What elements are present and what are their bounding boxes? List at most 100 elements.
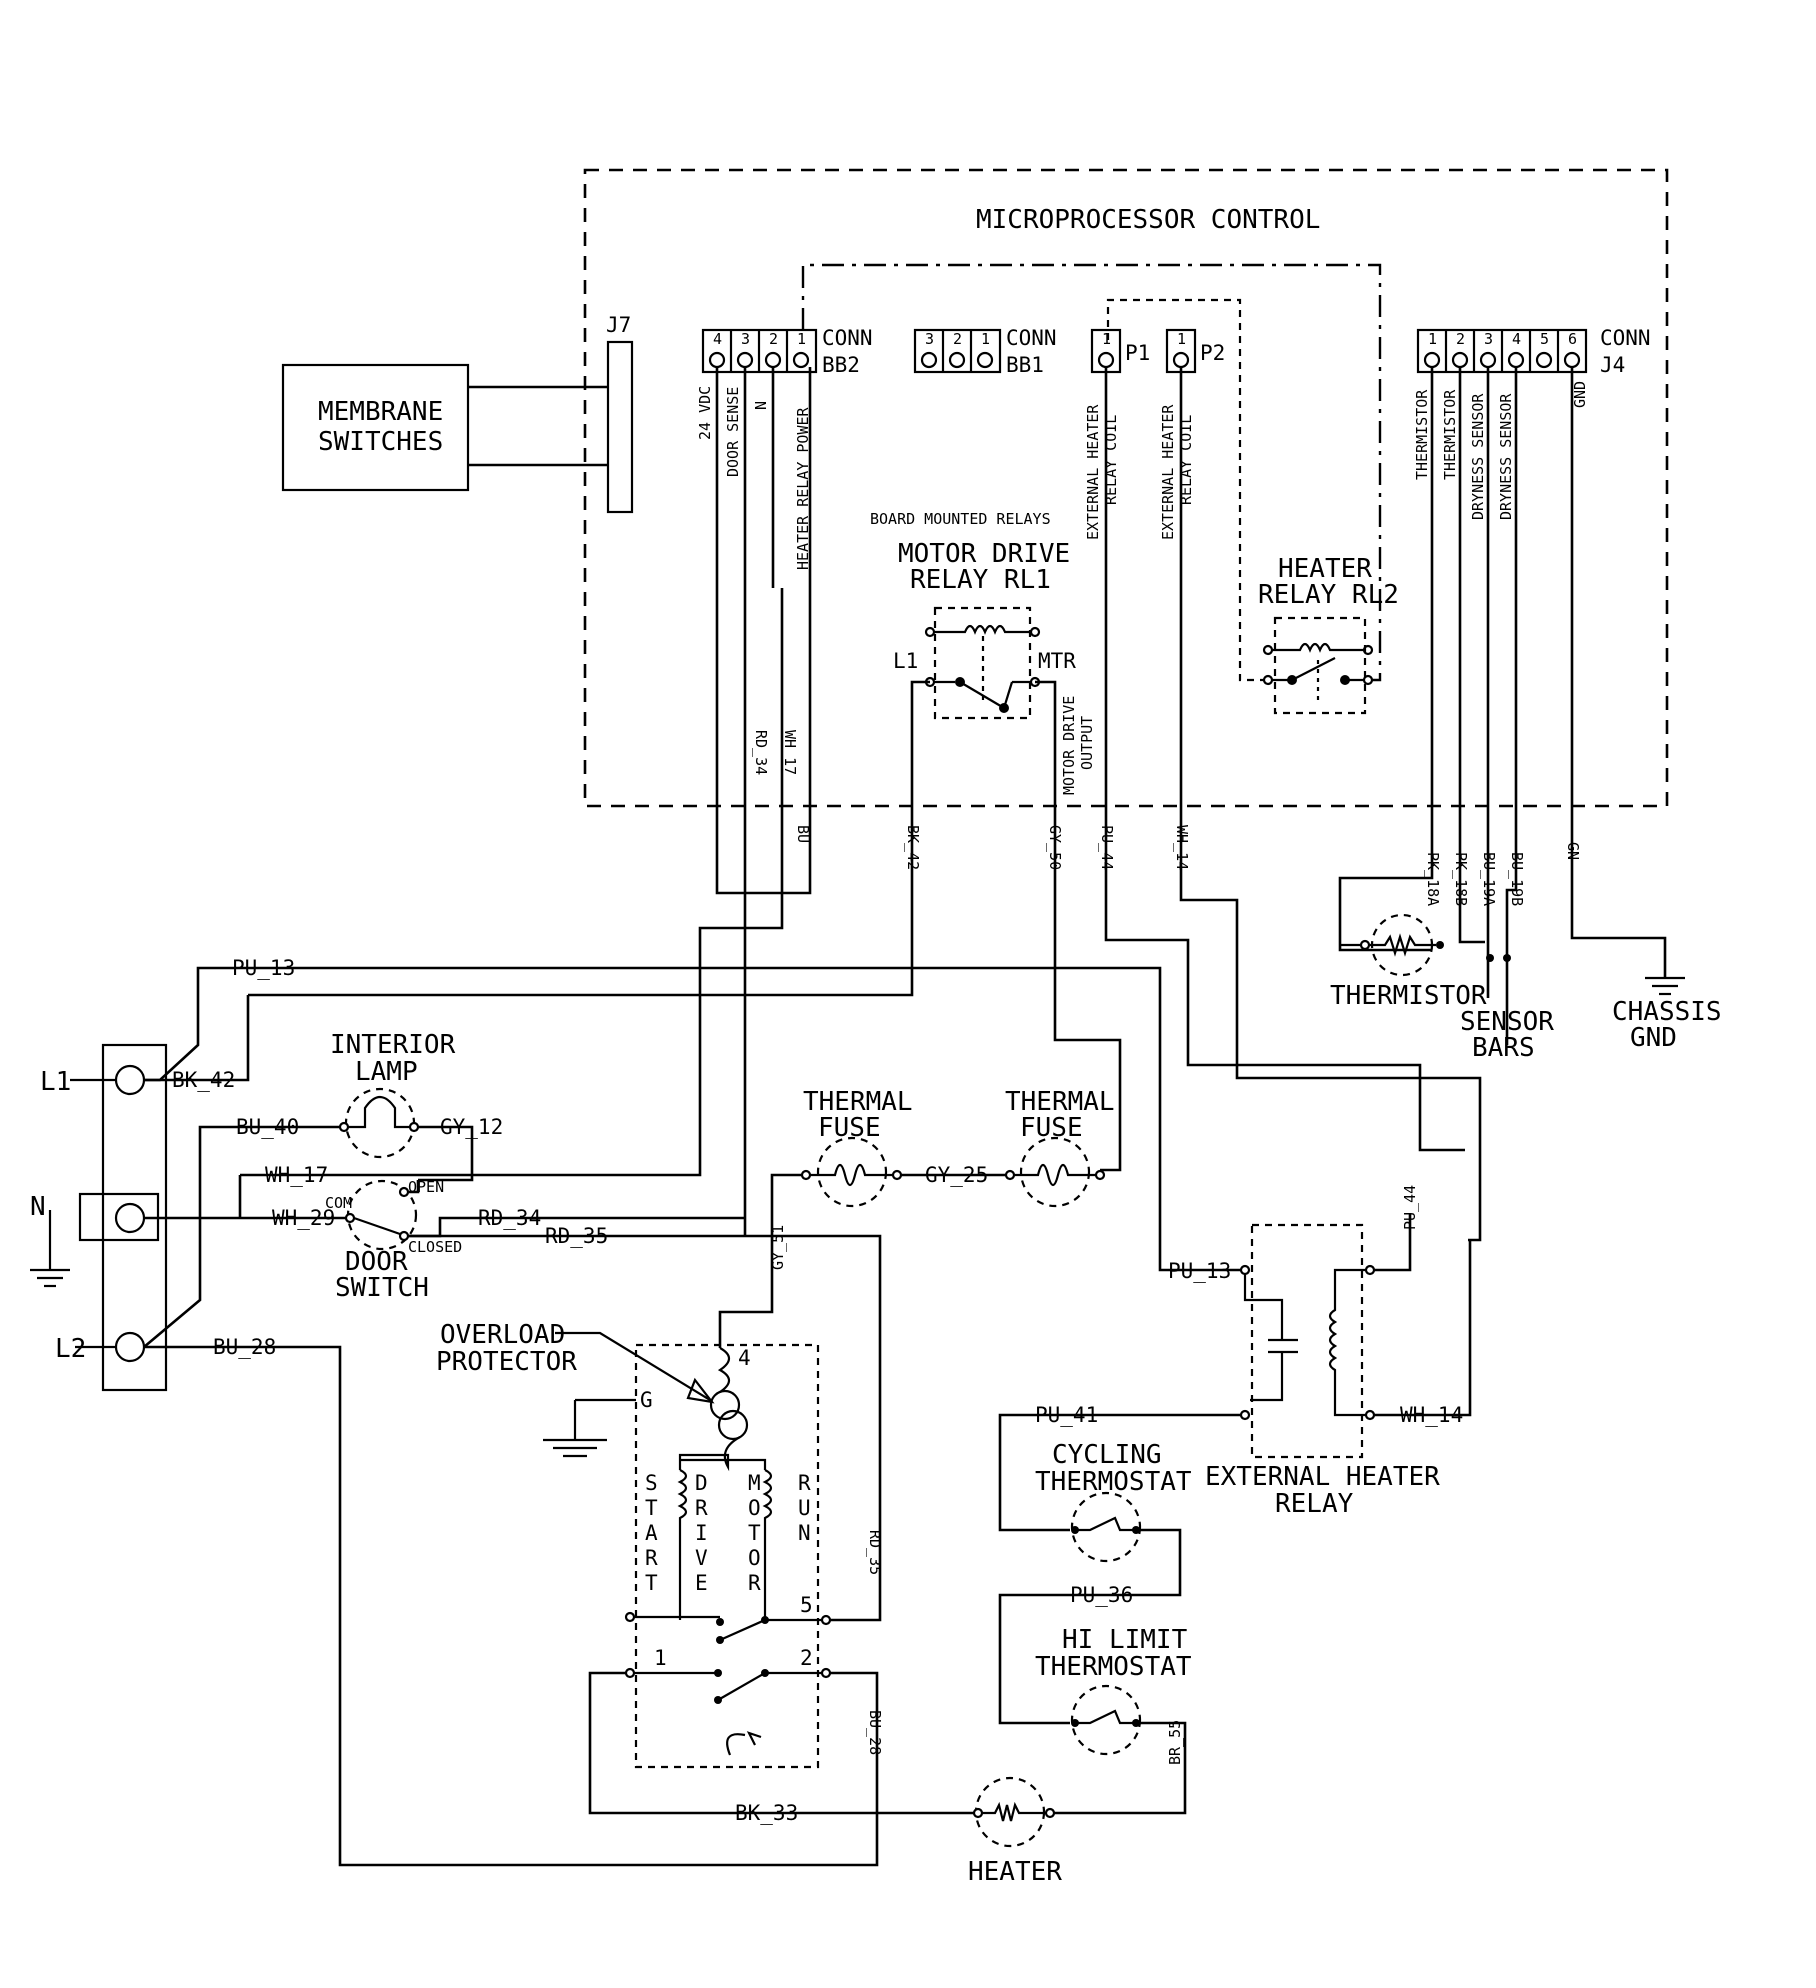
svg-text:BARS: BARS	[1472, 1033, 1535, 1063]
wire-label-gn: GN	[1564, 842, 1582, 860]
svg-text:4: 4	[1512, 330, 1521, 348]
svg-text:MOTOR DRIVE: MOTOR DRIVE	[1060, 696, 1078, 795]
svg-text:V: V	[695, 1546, 708, 1570]
svg-text:RELAY RL2: RELAY RL2	[1258, 580, 1399, 610]
svg-text:I: I	[695, 1521, 708, 1545]
motor-assembly: 4 G S T A R T D R I V E M O T O R R U N …	[624, 1343, 832, 1769]
microprocessor-control-boundary	[583, 168, 1669, 808]
motor-drive-relay-title-2: RELAY RL1	[910, 565, 1051, 595]
p2-coil-loop	[1106, 298, 1270, 682]
wire-label-pu13-relay: PU_13	[1168, 1259, 1231, 1283]
svg-text:1: 1	[1177, 330, 1186, 348]
svg-text:R: R	[645, 1546, 658, 1570]
svg-text:SWITCH: SWITCH	[335, 1273, 429, 1303]
svg-text:5: 5	[800, 1593, 813, 1617]
svg-text:THERMAL: THERMAL	[1005, 1087, 1115, 1117]
svg-text:L2: L2	[55, 1334, 86, 1364]
svg-text:G: G	[640, 1388, 653, 1412]
svg-text:DOOR: DOOR	[345, 1247, 408, 1277]
sensor-bars: SENSOR BARS	[1460, 954, 1554, 1063]
svg-text:BB2: BB2	[822, 353, 860, 377]
svg-text:SENSOR: SENSOR	[1460, 1007, 1554, 1037]
svg-text:4: 4	[738, 1346, 751, 1370]
motor-drive-relay-title: MOTOR DRIVE	[898, 539, 1070, 569]
svg-text:R: R	[798, 1471, 811, 1495]
wire-label-wh17-left: WH_17	[265, 1163, 328, 1187]
svg-text:T: T	[645, 1571, 658, 1595]
svg-text:THERMISTOR: THERMISTOR	[1441, 389, 1459, 480]
wire-label-pu44-relay: PU_44	[1401, 1185, 1419, 1230]
svg-text:2: 2	[953, 330, 962, 348]
wire-label-gy50-v: GY_50	[1046, 825, 1064, 870]
svg-text:2: 2	[1456, 330, 1465, 348]
wire-label-bk42-v: BK_42	[904, 825, 922, 870]
microprocessor-control-title: MICROPROCESSOR CONTROL	[976, 205, 1320, 235]
door-switch: COM OPEN CLOSED DOOR SWITCH	[325, 1178, 462, 1303]
svg-text:RELAY: RELAY	[1275, 1489, 1354, 1519]
svg-text:M: M	[748, 1471, 761, 1495]
motor-drive-relay-rl1: L1 MTR MOTOR DRIVE OUTPUT	[893, 606, 1096, 795]
wire-label-bu19a: BU_19A	[1480, 852, 1498, 906]
svg-text:4: 4	[713, 330, 722, 348]
wire-wh17-down	[240, 588, 784, 1177]
svg-text:6: 6	[1568, 330, 1577, 348]
wire-label-pu41: PU_41	[1035, 1403, 1098, 1427]
svg-text:U: U	[798, 1496, 811, 1520]
svg-text:DRYNESS SENSOR: DRYNESS SENSOR	[1469, 393, 1487, 520]
svg-text:1: 1	[1102, 330, 1111, 348]
svg-text:DOOR SENSE: DOOR SENSE	[724, 387, 742, 477]
wire-label-bk33: BK_33	[735, 1801, 798, 1825]
svg-text:MEMBRANE: MEMBRANE	[318, 397, 443, 427]
svg-text:L1: L1	[40, 1067, 71, 1097]
wire-label-wh29: WH_29	[272, 1206, 335, 1230]
wire-label-bk42-left: BK_42	[172, 1068, 235, 1092]
svg-text:T: T	[645, 1496, 658, 1520]
wire-label-pk18b: PK_18B	[1452, 852, 1470, 906]
svg-text:COM: COM	[325, 1194, 352, 1212]
svg-text:R: R	[695, 1496, 708, 1520]
svg-text:CONN: CONN	[1006, 326, 1057, 350]
svg-text:THERMOSTAT: THERMOSTAT	[1035, 1467, 1192, 1497]
svg-text:SWITCHES: SWITCHES	[318, 427, 443, 457]
svg-text:THERMAL: THERMAL	[803, 1087, 913, 1117]
wire-label-bu19b: BU_19B	[1508, 852, 1526, 906]
wire-label-gy51: GY_51	[769, 1225, 787, 1270]
svg-text:DRYNESS SENSOR: DRYNESS SENSOR	[1497, 393, 1515, 520]
chassis-ground-icon: CHASSIS GND	[1612, 976, 1722, 1053]
svg-text:R: R	[748, 1571, 761, 1595]
svg-text:2: 2	[800, 1646, 813, 1670]
svg-text:P1: P1	[1125, 341, 1150, 365]
svg-text:HEATER: HEATER	[968, 1857, 1062, 1887]
svg-text:24 VDC: 24 VDC	[696, 386, 714, 440]
wire-label-br55: BR_55	[1166, 1720, 1184, 1765]
wire-label-wh14-relay: WH_14	[1400, 1403, 1463, 1427]
svg-text:MTR: MTR	[1038, 649, 1076, 673]
svg-text:2: 2	[769, 330, 778, 348]
external-heater-relay: EXTERNAL HEATER RELAY	[1205, 1223, 1440, 1519]
thermal-fuse-2: THERMAL FUSE	[1004, 1087, 1115, 1208]
svg-text:L1: L1	[893, 649, 918, 673]
svg-text:EXTERNAL HEATER: EXTERNAL HEATER	[1159, 404, 1177, 540]
svg-text:3: 3	[1484, 330, 1493, 348]
wire-label-bu28-left: BU_28	[213, 1335, 276, 1359]
svg-text:THERMOSTAT: THERMOSTAT	[1035, 1652, 1192, 1682]
heater-relay-rl2: HEATER RELAY RL2	[1258, 554, 1399, 715]
svg-text:HEATER RELAY POWER: HEATER RELAY POWER	[794, 406, 812, 570]
svg-text:A: A	[645, 1521, 658, 1545]
wire-label-pk18a: PK_18A	[1424, 852, 1442, 906]
j7-connector: J7	[606, 313, 634, 514]
svg-text:CONN: CONN	[1600, 326, 1651, 350]
svg-text:1: 1	[981, 330, 990, 348]
svg-text:EXTERNAL HEATER: EXTERNAL HEATER	[1084, 404, 1102, 540]
wire-label-wh14-v: WH_14	[1173, 825, 1191, 870]
heater-relay-power-loop	[801, 263, 1382, 682]
svg-text:J7: J7	[606, 313, 631, 337]
svg-text:N: N	[752, 401, 770, 410]
svg-text:N: N	[30, 1192, 46, 1222]
overload-protector-label: OVERLOAD	[440, 1320, 565, 1350]
conn-p2: 1 P2 EXTERNAL HEATER RELAY COIL	[1159, 328, 1225, 540]
wire-label-rd35-motor: RD_35	[866, 1530, 884, 1575]
svg-text:5: 5	[1540, 330, 1549, 348]
svg-text:3: 3	[925, 330, 934, 348]
